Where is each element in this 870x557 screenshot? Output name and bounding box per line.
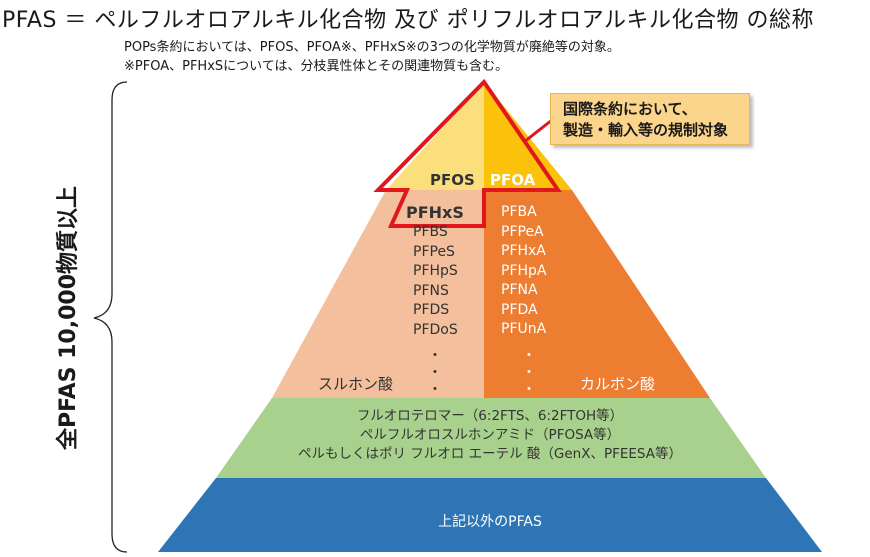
list-item: PFHpA xyxy=(501,262,547,279)
left-brace xyxy=(93,81,128,553)
callout-line-1: 国際条約において、 xyxy=(563,100,697,118)
total-pfas-label: 全PFAS 10,000物質以上 xyxy=(56,185,81,451)
list-item: PFBS xyxy=(413,224,448,240)
list-item: PFHxA xyxy=(501,243,546,259)
list-item: PFPeA xyxy=(501,223,544,240)
list-item: PFNS xyxy=(413,282,449,299)
sulfonamide-line: ペルフルオロスルホンアミド（PFOSA等） xyxy=(359,427,621,443)
list-item: PFDA xyxy=(501,301,538,318)
carboxylic-ellipsis-1: ・ xyxy=(522,348,536,364)
list-item: PFPeS xyxy=(413,243,455,260)
sulfonic-ellipsis-2: ・ xyxy=(428,365,442,381)
pfos-label: PFOS xyxy=(430,171,475,189)
list-item: PFUnA xyxy=(501,321,547,337)
sulfonic-ellipsis-1: ・ xyxy=(428,348,442,364)
carboxylic-ellipsis-2: ・ xyxy=(522,365,536,381)
pfhxs-label: PFHxS xyxy=(406,203,464,222)
ether-acid-line: ペルもしくはポリ フルオロ エーテル 酸（GenX、PFEESA等） xyxy=(298,446,682,462)
page-title: PFAS ＝ ペルフルオロアルキル化合物 及び ポリフルオロアルキル化合物 の総… xyxy=(2,8,814,33)
pfoa-region xyxy=(484,82,572,190)
regulation-callout: 国際条約において、 製造・輸入等の規制対象 xyxy=(550,93,750,145)
carboxylic-acid-region xyxy=(484,190,710,398)
carboxylic-ellipsis-3: ・ xyxy=(522,382,536,398)
pops-note: POPs条約においては、PFOS、PFOA※、PFHxS※の3つの化学物質が廃絶… xyxy=(124,40,620,55)
sulfonic-ellipsis-3: ・ xyxy=(428,382,442,398)
carboxylic-acid-label: カルボン酸 xyxy=(580,375,656,393)
carboxylic-list: PFBA PFPeA PFHxA PFHpA PFNA PFDA PFUnA xyxy=(501,203,547,340)
other-pfas-tier xyxy=(158,478,822,552)
green-tier-text: フルオロテロマー（6:2FTS、6:2FTOH等） ペルフルオロスルホンアミド（… xyxy=(298,407,682,464)
other-pfas-label: 上記以外のPFAS xyxy=(438,514,542,530)
list-item: PFDS xyxy=(413,302,450,318)
sulfonic-acid-region xyxy=(272,190,484,398)
other-compounds-tier xyxy=(216,398,766,478)
callout-connector xyxy=(523,118,553,144)
isomer-note: ※PFOA、PFHxSについては、分枝異性体とその関連物質も含む。 xyxy=(124,59,509,74)
callout-line-2: 製造・輸入等の規制対象 xyxy=(563,121,729,139)
list-item: PFNA xyxy=(501,282,538,298)
regulated-outline xyxy=(373,78,562,228)
sulfonic-list: PFBS PFPeS PFHpS PFNS PFDS PFDoS xyxy=(413,223,458,340)
list-item: PFHpS xyxy=(413,263,458,279)
list-item: PFBA xyxy=(501,204,537,220)
list-item: PFDoS xyxy=(413,321,458,338)
pfoa-label: PFOA xyxy=(490,171,536,189)
fluorotelomer-line: フルオロテロマー（6:2FTS、6:2FTOH等） xyxy=(356,408,624,424)
sulfonic-acid-label: スルホン酸 xyxy=(318,375,394,393)
